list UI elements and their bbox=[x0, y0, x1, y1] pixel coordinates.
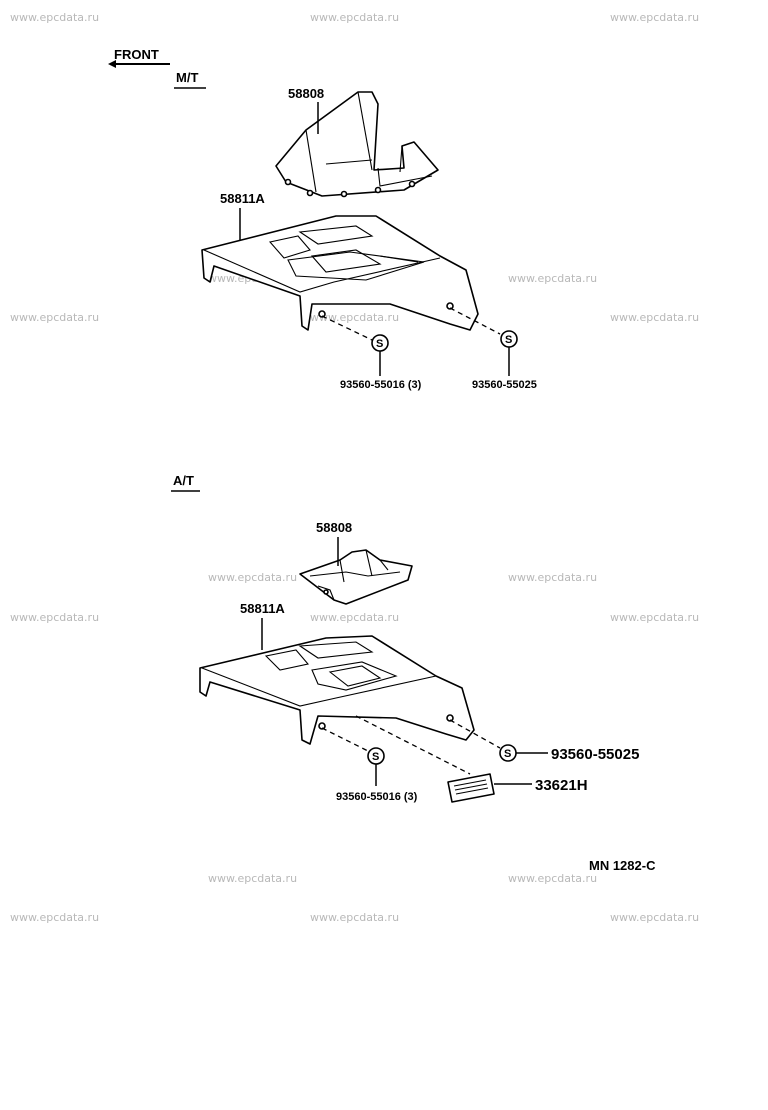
watermark: www.epcdata.ru bbox=[10, 911, 99, 924]
mt-title: M/T bbox=[176, 70, 198, 85]
watermark: www.epcdata.ru bbox=[310, 611, 399, 624]
at-console-part-number: 58811A bbox=[240, 601, 285, 616]
diagram-code: MN 1282-C bbox=[589, 858, 656, 873]
at-label-part-number: 33621H bbox=[535, 777, 588, 794]
mt-console-part-number: 58811A bbox=[220, 191, 265, 206]
at-screw-left-part-number: 93560-55016 (3) bbox=[336, 791, 418, 803]
watermark: www.epcdata.ru bbox=[10, 311, 99, 324]
mt-boot-part-number: 58808 bbox=[288, 86, 324, 101]
section-at: A/T 58808 58811A bbox=[171, 473, 639, 803]
at-label-plate bbox=[447, 773, 495, 803]
watermark: www.epcdata.ru bbox=[610, 311, 699, 324]
watermark: www.epcdata.ru bbox=[508, 872, 597, 885]
front-indicator: FRONT bbox=[108, 47, 170, 68]
front-label: FRONT bbox=[114, 47, 159, 62]
mt-screw-right-dashline bbox=[449, 307, 501, 335]
watermark: www.epcdata.ru bbox=[610, 11, 699, 24]
mt-screw-right-part-number: 93560-55025 bbox=[472, 379, 537, 391]
at-screw-left-dashline bbox=[321, 727, 371, 753]
watermark: www.epcdata.ru bbox=[208, 571, 297, 584]
front-arrow-head bbox=[108, 60, 116, 68]
watermark: www.epcdata.ru bbox=[610, 611, 699, 624]
at-screw-left-symbol-text: S bbox=[372, 751, 379, 763]
mt-console-box bbox=[201, 215, 479, 331]
mt-screw-left-dashline bbox=[321, 315, 373, 341]
watermark: www.epcdata.ru bbox=[10, 611, 99, 624]
mt-shift-boot bbox=[275, 91, 439, 198]
at-screw-right-part-number: 93560-55025 bbox=[551, 746, 639, 763]
mt-screw-left-part-number: 93560-55016 (3) bbox=[340, 379, 422, 391]
at-label-dashline bbox=[355, 715, 471, 775]
watermark: www.epcdata.ru bbox=[208, 872, 297, 885]
mt-screw-left-symbol-text: S bbox=[376, 338, 383, 350]
watermark: www.epcdata.ru bbox=[310, 11, 399, 24]
watermark: www.epcdata.ru bbox=[310, 911, 399, 924]
mt-screw-right-symbol-text: S bbox=[505, 334, 512, 346]
watermark: www.epcdata.ru bbox=[610, 911, 699, 924]
at-screw-right-dashline bbox=[449, 719, 501, 749]
at-screw-right-symbol-text: S bbox=[504, 748, 511, 760]
watermark: www.epcdata.ru bbox=[508, 272, 597, 285]
section-mt: M/T 58808 bbox=[174, 70, 537, 391]
at-shift-boot bbox=[299, 549, 413, 605]
watermark: www.epcdata.ru bbox=[10, 11, 99, 24]
at-boot-part-number: 58808 bbox=[316, 520, 352, 535]
watermark: www.epcdata.ru bbox=[508, 571, 597, 584]
at-console-box bbox=[199, 635, 475, 745]
at-title: A/T bbox=[173, 473, 194, 488]
